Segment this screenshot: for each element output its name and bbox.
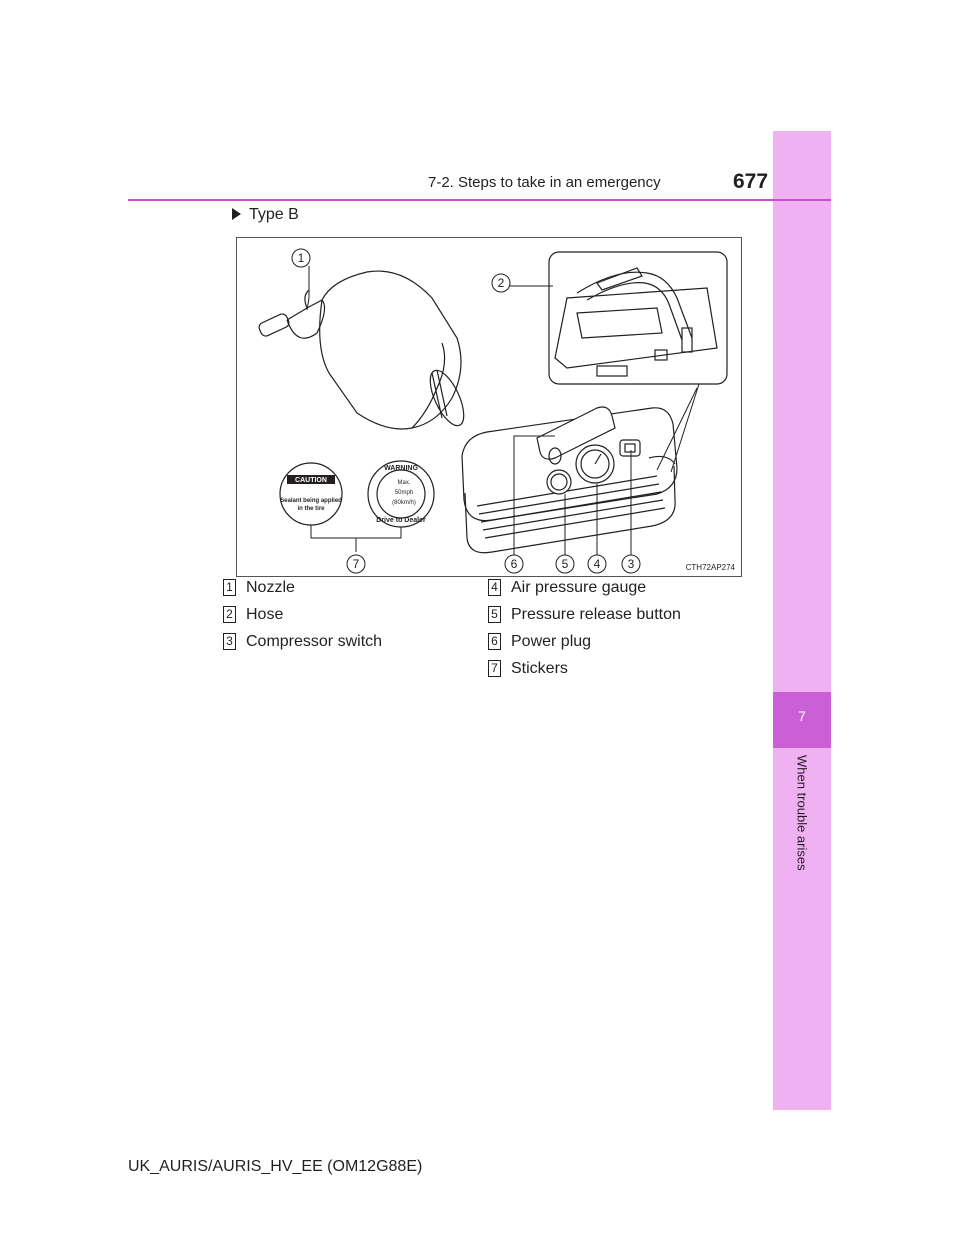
caution-sticker-line1: Sealant being applied xyxy=(280,498,342,504)
footer-manual-code: UK_AURIS/AURIS_HV_EE (OM12G88E) xyxy=(128,1158,423,1175)
callout-7: 7 xyxy=(353,557,360,571)
subheading: Type B xyxy=(232,206,299,224)
legend-number: 2 xyxy=(223,606,236,624)
warning-sticker-arc-text: Drive to Dealer xyxy=(376,517,426,524)
callout-4: 4 xyxy=(594,557,601,571)
legend-item-air-pressure-gauge: 4 Air pressure gauge xyxy=(488,578,646,598)
legend-label: Pressure release button xyxy=(511,606,681,623)
legend-number: 7 xyxy=(488,660,501,678)
legend-number: 1 xyxy=(223,579,236,597)
legend-label: Air pressure gauge xyxy=(511,579,647,596)
callout-1: 1 xyxy=(298,251,305,265)
callout-leaders xyxy=(306,266,700,560)
hose-inset-drawing xyxy=(554,267,718,377)
page-number: 677 xyxy=(733,170,769,193)
caution-sticker-line2: in the tire xyxy=(297,506,325,512)
callout-6: 6 xyxy=(511,557,518,571)
legend-item-compressor-switch: 3 Compressor switch xyxy=(223,632,382,652)
triangle-bullet-icon xyxy=(232,208,241,220)
legend-label: Power plug xyxy=(511,633,592,650)
legend-item-hose: 2 Hose xyxy=(223,605,283,625)
inset-hose-box xyxy=(548,251,728,385)
legend-item-nozzle: 1 Nozzle xyxy=(223,578,295,598)
callout-5: 5 xyxy=(562,557,569,571)
figure-code: CTH72AP274 xyxy=(685,563,735,572)
callout-3: 3 xyxy=(628,557,635,571)
side-tab-active-chapter[interactable] xyxy=(773,692,831,748)
section-title: 7-2. Steps to take in an emergency xyxy=(428,174,661,191)
header-rule xyxy=(128,199,831,201)
warning-sticker-line3: (80km/h) xyxy=(392,500,416,506)
legend-label: Compressor switch xyxy=(246,633,383,650)
repair-kit-illustration: CAUTION Sealant being applied in the tir… xyxy=(258,248,728,574)
compressor-drawing xyxy=(461,406,678,554)
warning-sticker-line1: Max. xyxy=(397,480,410,486)
warning-sticker-line2: 50mph xyxy=(395,490,413,496)
legend-number: 4 xyxy=(488,579,501,597)
warning-sticker-title: WARNING xyxy=(384,465,418,472)
callout-2: 2 xyxy=(498,276,505,290)
side-tab xyxy=(773,131,831,1110)
chapter-label: When trouble arises xyxy=(794,755,810,871)
legend-item-power-plug: 6 Power plug xyxy=(488,632,591,652)
legend-number: 6 xyxy=(488,633,501,651)
legend-number: 5 xyxy=(488,606,501,624)
legend-item-pressure-release-button: 5 Pressure release button xyxy=(488,605,681,625)
legend-label: Nozzle xyxy=(246,579,295,596)
caution-sticker-drawing xyxy=(279,462,343,526)
warning-sticker-drawing xyxy=(367,460,435,528)
legend-item-stickers: 7 Stickers xyxy=(488,659,568,679)
caution-sticker-title: CAUTION xyxy=(295,477,327,484)
chapter-label-box: When trouble arises xyxy=(773,755,831,890)
sealant-bottle-drawing xyxy=(258,270,465,430)
chapter-number: 7 xyxy=(798,708,806,724)
legend-number: 3 xyxy=(223,633,236,651)
subheading-text: Type B xyxy=(249,206,299,223)
legend-label: Hose xyxy=(246,606,284,623)
legend-label: Stickers xyxy=(511,660,568,677)
figure-tire-repair-kit: CAUTION Sealant being applied in the tir… xyxy=(236,237,742,577)
